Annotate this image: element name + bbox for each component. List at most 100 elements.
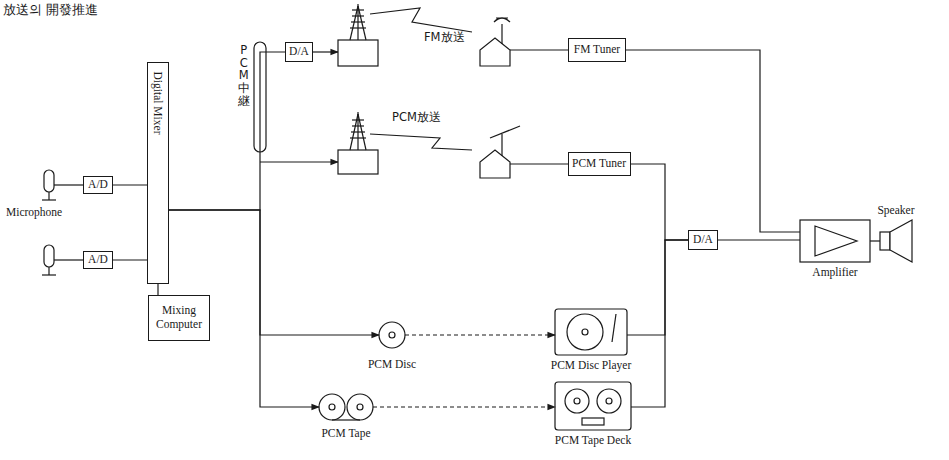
- tower-rung: [352, 125, 364, 126]
- mixer-box: Digital Mixer: [147, 62, 169, 284]
- connector: [626, 50, 800, 232]
- tower-rung: [351, 131, 365, 132]
- transmitter-feed: [313, 51, 338, 52]
- connector: [631, 240, 688, 407]
- node-label: Speaker: [877, 204, 914, 216]
- broadcast-label: PCM放送: [392, 110, 441, 125]
- antenna-symbol: [490, 126, 520, 138]
- deck-hub: [606, 398, 612, 404]
- reel-hub: [357, 404, 363, 410]
- disc-player-node: PCM Disc Player: [555, 309, 627, 355]
- connector: [631, 164, 689, 240]
- broadcast-label: FM放送: [424, 30, 465, 45]
- tower-rung: [352, 15, 364, 16]
- node-label: FM Tuner: [574, 43, 620, 57]
- disc-hub: [389, 332, 395, 338]
- connector: [157, 284, 158, 295]
- dashed-connector: [373, 406, 555, 407]
- connector: [113, 184, 147, 185]
- node-label: Mixing Computer: [152, 304, 206, 332]
- node-label: PCM Tape: [321, 427, 370, 439]
- disc-node: PCM Disc: [379, 322, 405, 348]
- antenna-pole: [501, 24, 502, 44]
- converter-box: D/A: [688, 230, 718, 250]
- deck-head: [582, 418, 604, 425]
- connector: [870, 240, 880, 241]
- connector: [718, 239, 800, 240]
- tape-deck-node: PCM Tape Deck: [555, 382, 631, 430]
- computer-box: Mixing Computer: [148, 295, 210, 341]
- node-label: D/A: [289, 45, 309, 59]
- amplifier-triangle: [815, 226, 857, 256]
- tower-leg: [358, 6, 366, 40]
- node-label: Amplifier: [812, 266, 857, 278]
- node-label: A/D: [88, 178, 108, 192]
- deck-reel: [597, 389, 621, 413]
- node-label: PCM Tuner: [572, 157, 626, 171]
- dashed-connector: [405, 334, 555, 335]
- antenna-wire: [510, 49, 568, 50]
- tape-reel: [347, 394, 373, 420]
- amplifier-symbol: [800, 220, 870, 262]
- converter-box: A/D: [83, 251, 113, 269]
- tower-rung: [352, 9, 364, 10]
- microphone-symbol: [44, 170, 54, 192]
- deck-hub: [574, 398, 580, 404]
- disc-symbol: [379, 322, 405, 348]
- tower-leg: [358, 114, 366, 150]
- amplifier-node: Amplifier: [800, 220, 870, 262]
- node-label: PCM Disc Player: [551, 359, 632, 371]
- broadcast-wave: [370, 8, 472, 32]
- node-label: D/A: [693, 233, 713, 247]
- connector: [113, 259, 147, 260]
- page-title: 放送의 開發推進: [3, 1, 98, 19]
- microphone-base: [42, 274, 56, 275]
- tower-rung: [352, 119, 364, 120]
- tape-node: PCM Tape: [319, 394, 373, 421]
- disc-player-symbol: [555, 309, 627, 355]
- node-label: PCM Tape Deck: [555, 434, 631, 446]
- tower-leg: [350, 114, 358, 150]
- connector: [627, 240, 688, 335]
- speaker-cone: [890, 220, 912, 262]
- microphone-base: [42, 199, 56, 200]
- microphone-stand: [48, 192, 49, 200]
- speaker-magnet: [880, 232, 890, 250]
- tower-leg: [350, 6, 358, 40]
- tower-rung: [351, 21, 365, 22]
- relay-label: PCM中継: [238, 44, 250, 107]
- tuner-box: FM Tuner: [568, 38, 626, 62]
- tape-deck-symbol: [555, 382, 631, 430]
- converter-box: A/D: [83, 176, 113, 194]
- antenna-pole: [501, 134, 502, 156]
- deck-reel: [565, 389, 589, 413]
- transmitter-box: [338, 40, 378, 66]
- house-symbol: [480, 38, 510, 66]
- transmitter-box: [338, 150, 378, 174]
- house-symbol: [480, 150, 510, 178]
- converter-box: D/A: [285, 42, 313, 62]
- reel-hub: [329, 404, 335, 410]
- tone-arm: [612, 314, 616, 342]
- microphone-wire: [54, 184, 83, 185]
- node-label: PCM Disc: [368, 358, 416, 370]
- tuner-box: PCM Tuner: [568, 152, 631, 176]
- transmitter-feed: [260, 161, 338, 162]
- tape-reel: [319, 394, 345, 420]
- microphone-wire: [54, 259, 83, 260]
- speaker-node: Speaker: [880, 220, 912, 262]
- tape-band: [332, 419, 360, 420]
- antenna-symbol: [494, 18, 510, 22]
- microphone-stand: [48, 267, 49, 275]
- platter: [567, 314, 603, 350]
- antenna-wire: [510, 163, 568, 164]
- component-label: Microphone: [6, 206, 62, 218]
- microphone-symbol: [44, 245, 54, 267]
- node-label: A/D: [88, 253, 108, 267]
- broadcast-wave: [370, 134, 472, 150]
- spindle: [582, 329, 588, 335]
- node-label: Digital Mixer: [152, 71, 164, 134]
- connector: [169, 52, 285, 210]
